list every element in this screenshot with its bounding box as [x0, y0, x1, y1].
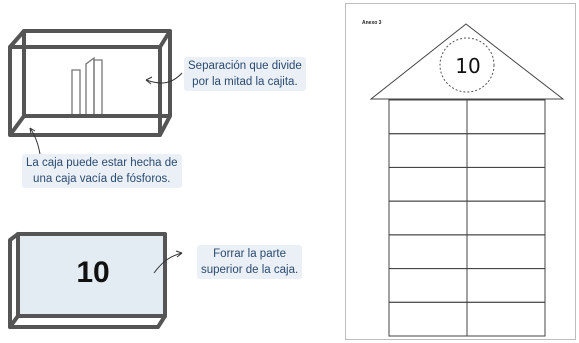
arrow-matchbox: [29, 127, 41, 155]
grid-cell: [466, 133, 546, 168]
box-divider: [71, 56, 103, 114]
note-matchbox: La caja puede estar hecha de una caja va…: [22, 154, 182, 188]
box-number: 10: [76, 256, 110, 289]
note-divider: Separación que divide por la mitad la ca…: [184, 57, 306, 91]
grid-cell: [388, 166, 468, 202]
arrows: [29, 72, 183, 274]
grid-cell: [466, 268, 546, 303]
grid-cell: [466, 99, 546, 135]
note-divider-line-2: por la mitad la cajita.: [192, 76, 298, 88]
note-matchbox-line-1: La caja puede estar hecha de: [26, 157, 178, 169]
grid-cell: [388, 234, 468, 270]
grid-cell: [466, 200, 546, 236]
house-roof: [369, 23, 565, 100]
note-cover-line-2: superior de la caja.: [201, 264, 299, 276]
note-cover-line-1: Forrar la parte: [213, 248, 287, 260]
roof-circle: [439, 37, 495, 93]
grid-cell: [388, 301, 468, 337]
grid-cell: [466, 166, 546, 202]
arrow-cover: [153, 252, 183, 274]
sheet-label: Anexo 3: [362, 20, 382, 26]
grid-cell: [466, 234, 546, 270]
grid-cell: [388, 200, 468, 236]
note-divider-line-1: Separación que divide: [188, 60, 302, 72]
note-cover: Forrar la parte superior de la caja.: [197, 245, 303, 279]
house-number: 10: [455, 54, 481, 78]
worksheet: [345, 3, 576, 340]
grid-cell: [388, 99, 468, 135]
grid-cell: [388, 133, 468, 168]
grid-cell: [466, 301, 546, 337]
covered-box: [8, 232, 167, 329]
arrow-divider: [145, 72, 183, 84]
open-box: [8, 29, 172, 137]
grid-cell: [388, 268, 468, 303]
house-grid: [388, 99, 546, 337]
note-matchbox-line-2: una caja vacía de fósforos.: [33, 173, 171, 185]
